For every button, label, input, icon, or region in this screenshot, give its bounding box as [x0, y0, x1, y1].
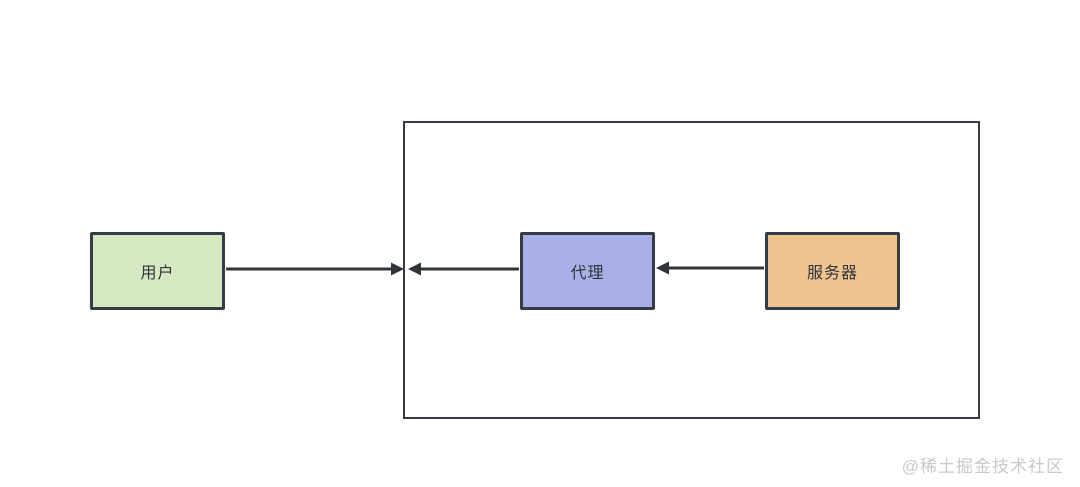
node-proxy: 代理	[520, 232, 655, 310]
node-proxy-label: 代理	[570, 265, 605, 282]
node-user: 用户	[90, 232, 225, 310]
arrow-user-to-boundary	[226, 262, 404, 276]
node-server-label: 服务器	[806, 265, 858, 282]
watermark: @稀土掘金技术社区	[901, 457, 1064, 476]
boundary-rectangle	[403, 121, 980, 419]
node-user-label: 用户	[140, 265, 175, 282]
node-server: 服务器	[765, 232, 900, 310]
